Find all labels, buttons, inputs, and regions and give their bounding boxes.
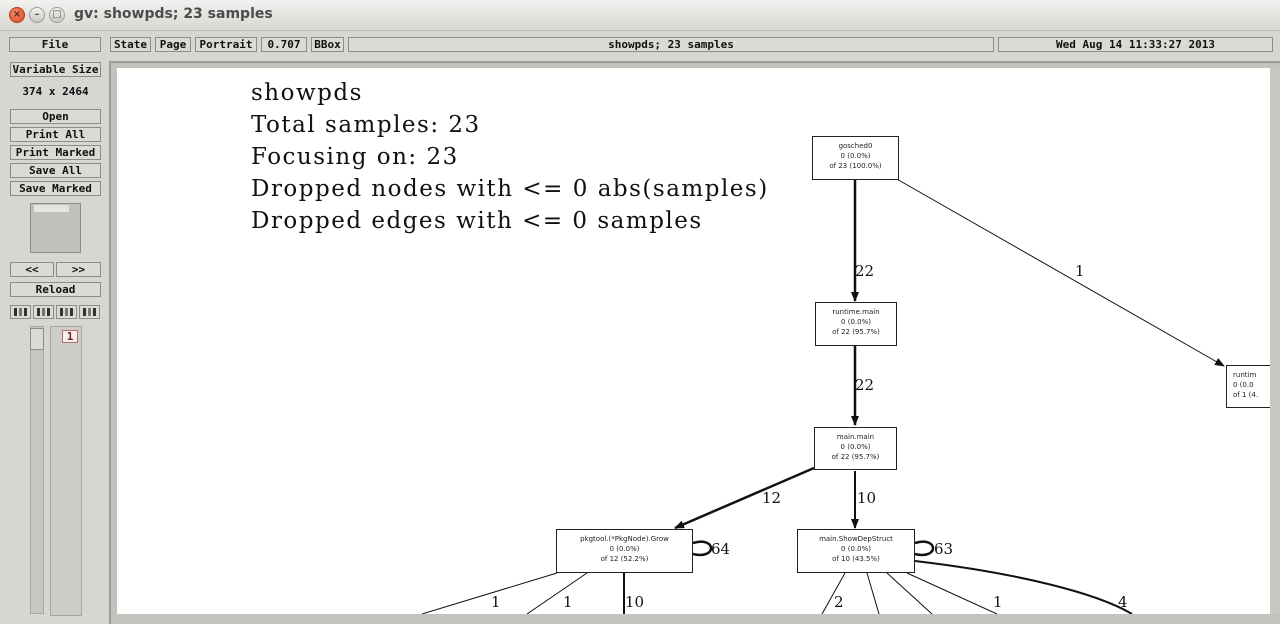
profile-header-focus: Focusing on: 23	[251, 144, 459, 170]
edge-pkgtool-out-1	[421, 572, 558, 614]
edge-showdep-self	[914, 540, 935, 557]
profile-header-dropped-edges: Dropped edges with <= 0 samples	[251, 208, 703, 234]
page-list[interactable]	[50, 326, 82, 616]
print-all-button[interactable]: Print All	[10, 127, 101, 142]
node-cum: of 1 (4.	[1233, 391, 1259, 399]
panner-thumb[interactable]	[34, 205, 69, 212]
edge-label-main-showdep: 10	[857, 489, 877, 507]
edge-label-showdep-self: 63	[934, 540, 954, 558]
node-cum: of 22 (95.7%)	[832, 328, 880, 336]
size-mode-button[interactable]: Variable Size	[10, 62, 101, 77]
node-flat: 0 (0.0	[1233, 381, 1254, 389]
minimize-icon: –	[34, 9, 40, 20]
toggle-even-pages-button[interactable]	[33, 305, 54, 319]
previous-page-button[interactable]: <<	[10, 262, 54, 277]
node-flat: 0 (0.0%)	[841, 318, 871, 326]
next-page-button[interactable]: >>	[56, 262, 101, 277]
node-cum: of 10 (43.5%)	[832, 555, 880, 563]
maximize-icon: □	[52, 9, 62, 20]
orientation-menu-button[interactable]: Portrait	[195, 37, 257, 52]
callgraph-node-showdepstruct: main.ShowDepStruct 0 (0.0%) of 10 (43.5%…	[797, 529, 915, 573]
edge-showdep-out-4	[906, 572, 998, 614]
file-menu-button[interactable]: File	[9, 37, 101, 52]
document-title-display: showpds; 23 samples	[348, 37, 994, 52]
node-flat: 0 (0.0%)	[840, 152, 871, 160]
node-name: main.ShowDepStruct	[819, 535, 893, 543]
node-flat: 0 (0.0%)	[840, 443, 871, 451]
edge-label-gosched-runtime-right: 1	[1075, 262, 1085, 280]
toggle-odd-pages-button[interactable]	[56, 305, 77, 319]
reload-button[interactable]: Reload	[10, 282, 101, 297]
scale-menu-button[interactable]: 0.707	[261, 37, 307, 52]
page-panner[interactable]	[30, 203, 81, 253]
edge-label-pkgtool-out-2: 1	[563, 593, 573, 611]
node-name: runtim	[1233, 371, 1257, 379]
edge-gosched-runtime-right	[894, 177, 1225, 367]
node-name: runtime.main	[832, 308, 880, 316]
bbox-menu-button[interactable]: BBox	[311, 37, 344, 52]
edge-showdep-out-5	[914, 560, 1133, 614]
callgraph-node-runtime-main: runtime.main 0 (0.0%) of 22 (95.7%)	[815, 302, 897, 346]
edge-showdep-out-2	[866, 572, 880, 614]
edge-showdep-out-3	[886, 572, 933, 614]
page-list-item[interactable]: 1	[62, 330, 78, 343]
edge-label-main-pkgtool: 12	[762, 489, 782, 507]
save-marked-button[interactable]: Save Marked	[10, 181, 101, 196]
edge-label-showdep-out-1: 2	[834, 593, 844, 611]
node-name: pkgtool.(*PkgNode).Grow	[580, 535, 669, 543]
edge-label-pkgtool-out-3: 10	[625, 593, 645, 611]
edge-label-gosched-runtime-main: 22	[855, 262, 875, 280]
node-flat: 0 (0.0%)	[841, 545, 871, 553]
minimize-window-button[interactable]: –	[29, 7, 45, 23]
edge-label-showdep-out-2: 1	[993, 593, 1003, 611]
close-icon: ×	[12, 9, 22, 20]
node-flat: 0 (0.0%)	[609, 545, 640, 553]
page-list-scrollbar[interactable]	[30, 326, 44, 614]
edge-label-showdep-out-3: 4	[1118, 593, 1128, 611]
profile-header-name: showpds	[251, 80, 363, 106]
profile-header-dropped-nodes: Dropped nodes with <= 0 abs(samples)	[251, 176, 769, 202]
open-button[interactable]: Open	[10, 109, 101, 124]
node-cum: of 22 (95.7%)	[831, 453, 880, 461]
edge-label-pkgtool-self: 64	[711, 540, 731, 558]
node-name: main.main	[836, 433, 875, 441]
print-marked-button[interactable]: Print Marked	[10, 145, 101, 160]
state-menu-button[interactable]: State	[110, 37, 151, 52]
edge-label-pkgtool-out-1: 1	[491, 593, 501, 611]
document-page[interactable]: showpds Total samples: 23 Focusing on: 2…	[117, 68, 1270, 614]
callgraph-node-runtime-right: runtim 0 (0.0 of 1 (4.	[1226, 365, 1270, 408]
node-cum: of 23 (100.0%)	[829, 162, 882, 170]
page-list-scroll-thumb[interactable]	[30, 328, 44, 350]
node-name: gosched0	[838, 142, 873, 150]
save-all-button[interactable]: Save All	[10, 163, 101, 178]
document-vertical-scrollbar[interactable]	[1270, 68, 1280, 614]
profile-header-total: Total samples: 23	[251, 112, 481, 138]
document-date-display: Wed Aug 14 11:33:27 2013	[998, 37, 1273, 52]
maximize-window-button[interactable]: □	[49, 7, 65, 23]
callgraph-node-main-main: main.main 0 (0.0%) of 22 (95.7%)	[814, 427, 897, 470]
close-window-button[interactable]: ×	[9, 7, 25, 23]
callgraph-node-gosched: gosched0 0 (0.0%) of 23 (100.0%)	[812, 136, 899, 180]
page-menu-button[interactable]: Page	[155, 37, 191, 52]
callgraph-node-pkgtool-grow: pkgtool.(*PkgNode).Grow 0 (0.0%) of 12 (…	[556, 529, 693, 573]
toggle-current-page-button[interactable]	[10, 305, 31, 319]
node-cum: of 12 (52.2%)	[600, 555, 649, 563]
edge-main-pkgtool	[674, 466, 815, 530]
unmark-all-pages-button[interactable]	[79, 305, 100, 319]
callgraph-edges	[421, 177, 1225, 614]
window-title: gv: showpds; 23 samples	[74, 6, 273, 22]
window-titlebar: × – □ gv: showpds; 23 samples	[0, 0, 1280, 31]
edge-pkgtool-out-2	[526, 572, 588, 614]
page-dimensions-label: 374 x 2464	[22, 85, 89, 98]
edge-label-runtime-main: 22	[855, 376, 875, 394]
edge-showdep-out-1	[821, 572, 846, 614]
edge-pkgtool-self	[692, 540, 713, 557]
